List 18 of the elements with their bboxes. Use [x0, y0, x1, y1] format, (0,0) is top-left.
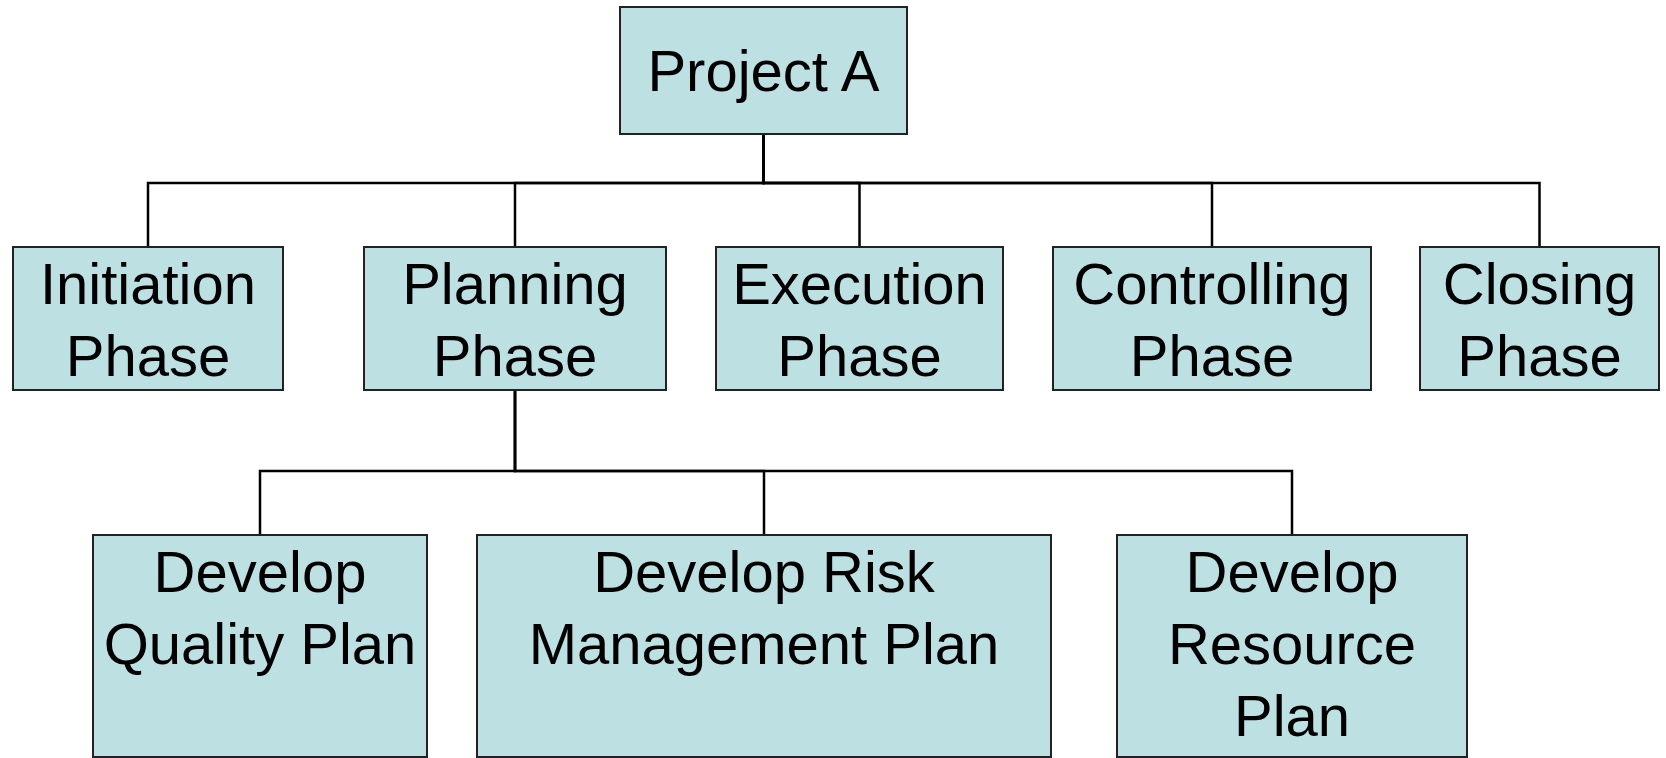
node-box: [1052, 246, 1372, 391]
node-label: Develop Quality Plan: [102, 538, 418, 678]
node-label: Closing Phase: [1441, 250, 1638, 390]
node-label: Develop Resource Plan: [1166, 538, 1418, 750]
node-box: [363, 246, 667, 391]
node-box: [1116, 534, 1468, 758]
connector-line: [513, 391, 1294, 534]
node-box: [619, 6, 908, 135]
node-box: [1419, 246, 1660, 391]
node-label: Controlling Phase: [1072, 250, 1352, 390]
node-label: Develop Risk Management Plan: [527, 538, 1001, 678]
node-label: Planning Phase: [401, 250, 629, 390]
node-box: [92, 534, 428, 758]
node-label: Initiation Phase: [39, 250, 257, 390]
node-box: [476, 534, 1052, 758]
node-label: Execution Phase: [731, 250, 988, 390]
node-box: [12, 246, 284, 391]
node-label: Project A: [647, 36, 880, 105]
